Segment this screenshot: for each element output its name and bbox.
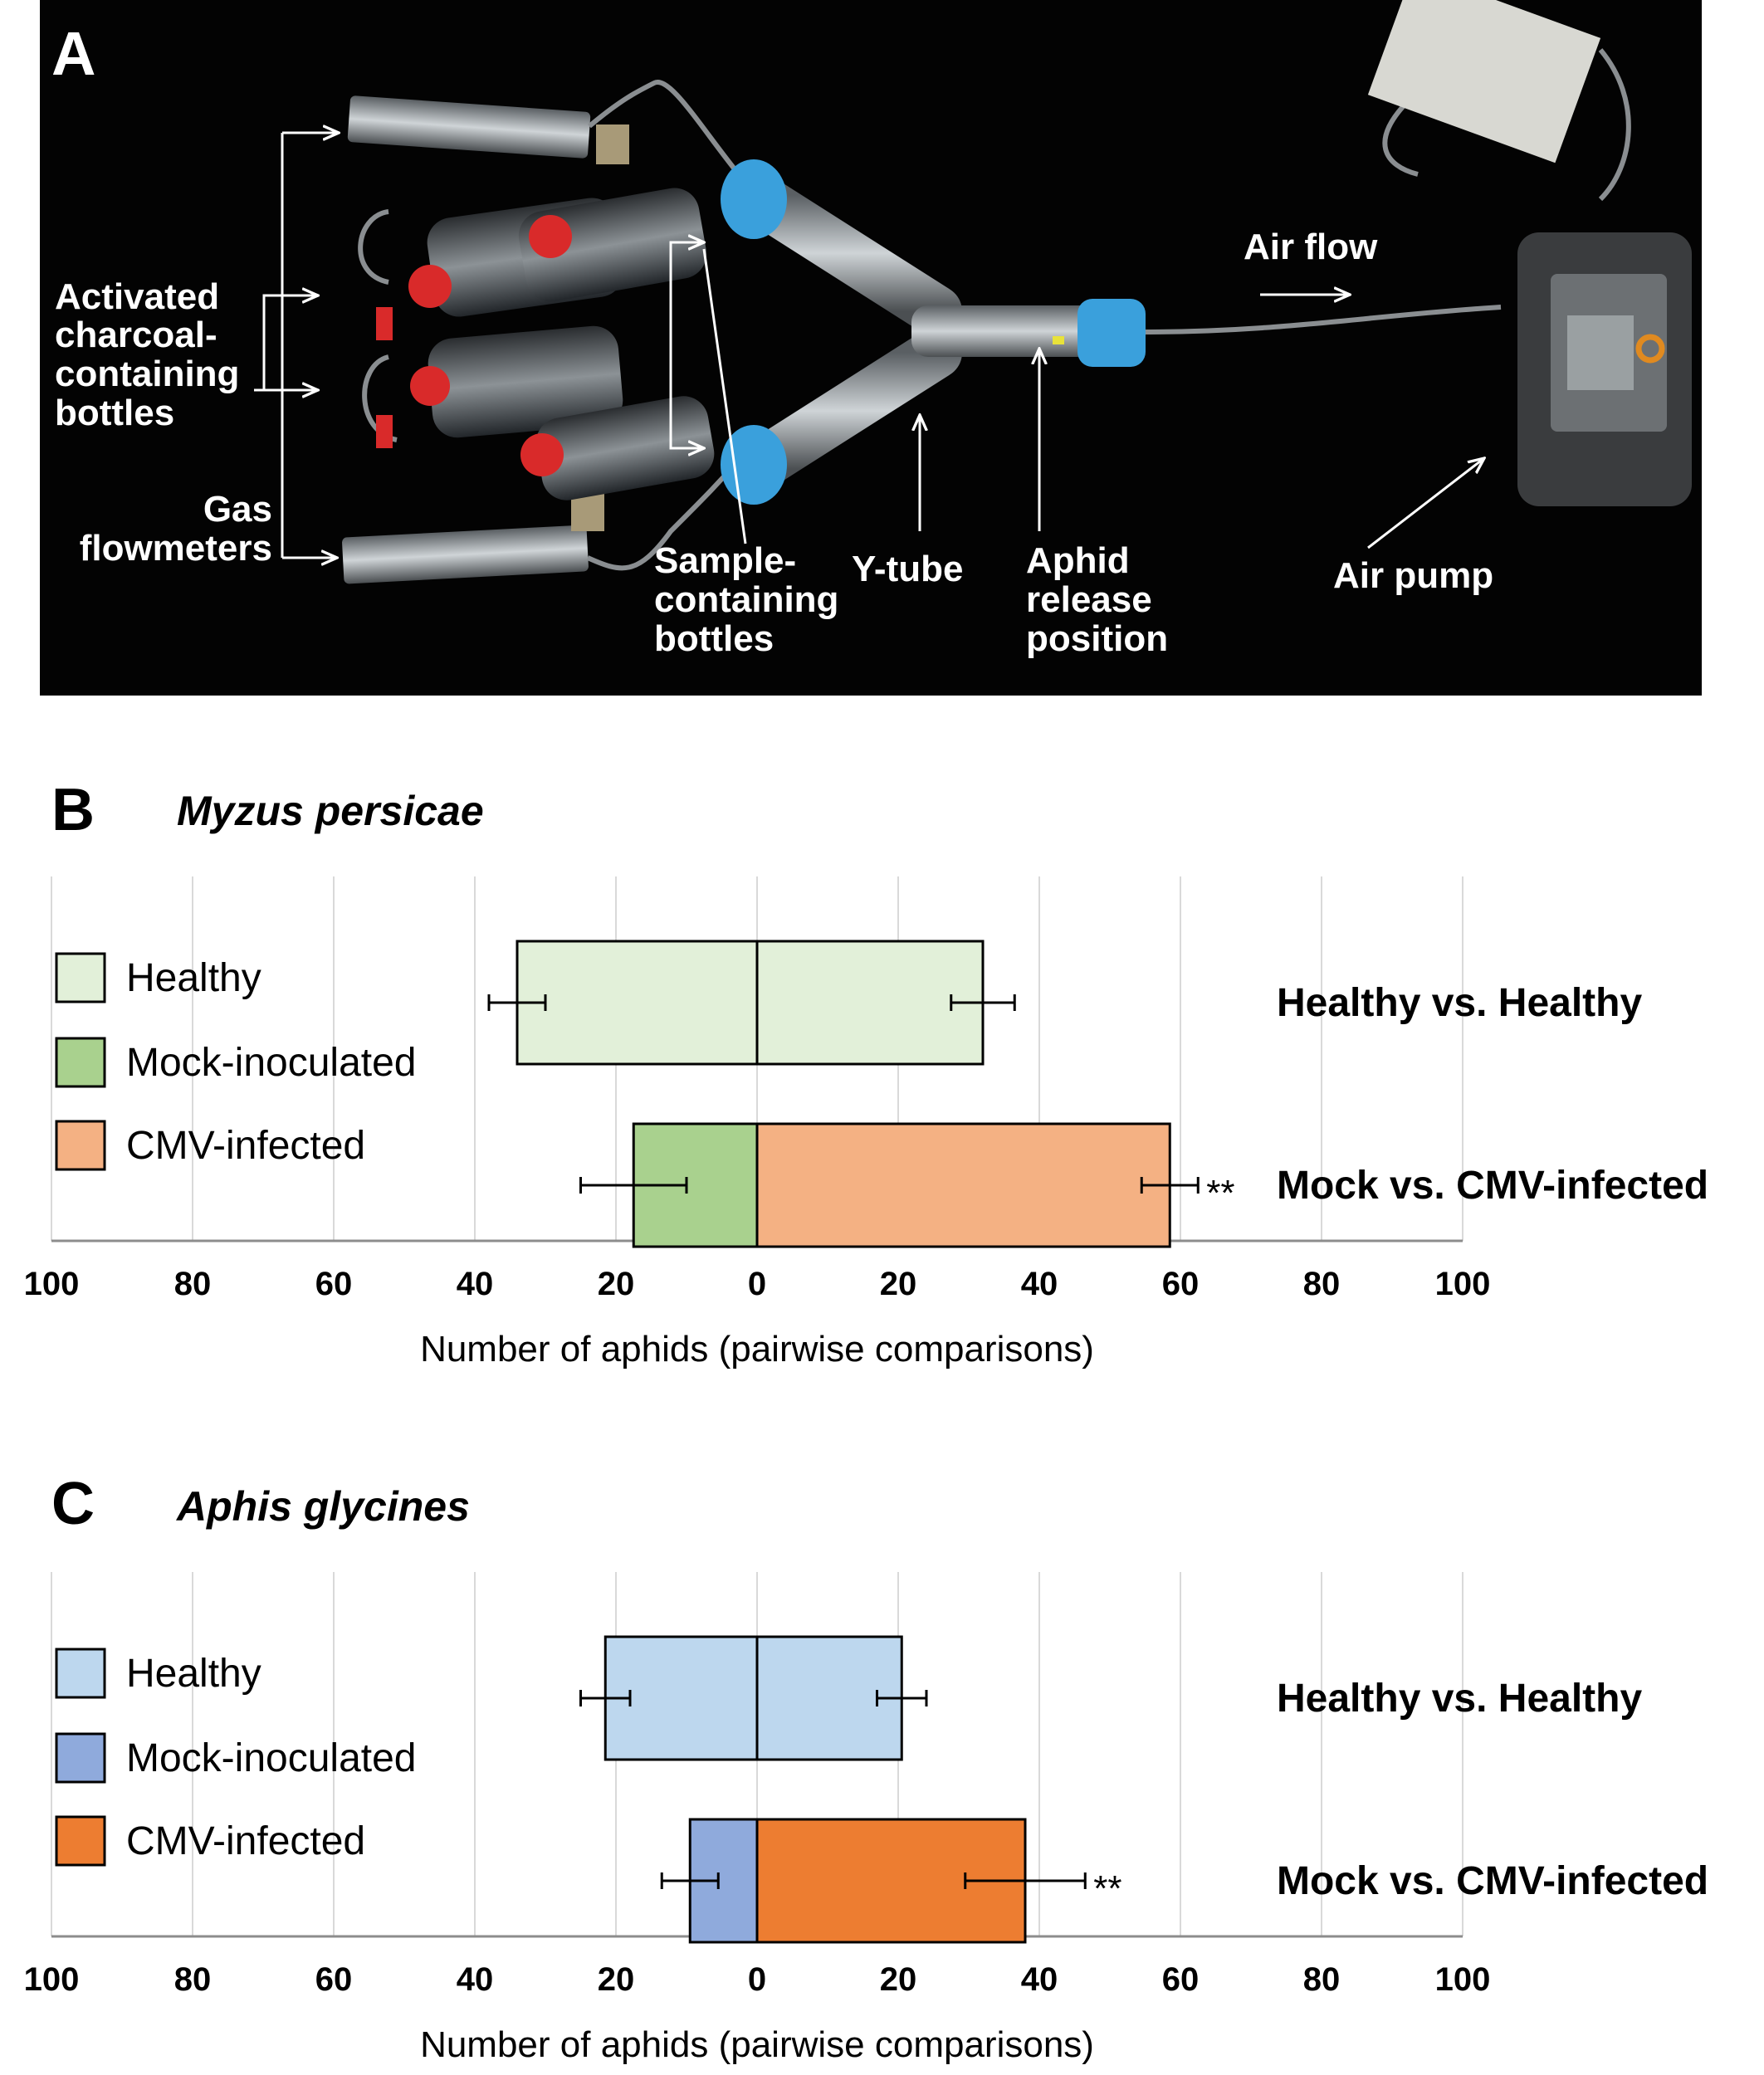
x-axis-label: Number of aphids (pairwise comparisons) — [420, 1329, 1094, 1370]
x-tick-label: 40 — [1021, 1961, 1058, 1998]
x-tick-label: 80 — [1303, 1961, 1341, 1998]
setup-photo: A Activated charcoal- containing bottles… — [40, 0, 1702, 696]
y-tube — [728, 169, 1127, 495]
x-tick-label: 20 — [880, 1961, 917, 1998]
category-label: Mock vs. CMV-infected — [1277, 1164, 1708, 1208]
x-tick-label: 0 — [748, 1266, 766, 1302]
label-airflow: Air flow — [1244, 227, 1378, 267]
x-tick-label: 60 — [1162, 1266, 1200, 1302]
legend-label: CMV-infected — [126, 1819, 365, 1863]
legend-swatch — [55, 1732, 106, 1784]
category-label: Healthy vs. Healthy — [1277, 981, 1642, 1025]
chart-title-aphis: Aphis glycines — [177, 1483, 470, 1530]
x-tick-label: 40 — [457, 1266, 494, 1302]
label-gas-1: Gas — [203, 489, 272, 530]
y-tube-apparatus-illustration: A Activated charcoal- containing bottles… — [51, 0, 1692, 659]
flowmeter-top — [347, 95, 591, 159]
legend-swatch — [55, 1648, 106, 1699]
x-tick-label: 100 — [24, 1266, 80, 1302]
x-tick-label: 100 — [1435, 1266, 1491, 1302]
legend-swatch — [55, 952, 106, 1003]
x-tick-label: 80 — [174, 1266, 212, 1302]
x-tick-label: 60 — [315, 1961, 353, 1998]
label-activated-1: Activated — [55, 276, 219, 317]
label-airpump: Air pump — [1333, 555, 1493, 596]
label-sample-1: Sample- — [654, 540, 796, 581]
panel-letter-b: B — [51, 777, 95, 843]
x-tick-label: 60 — [1162, 1961, 1200, 1998]
bar-left — [516, 940, 759, 1066]
bar-right — [755, 940, 985, 1066]
label-sample-3: bottles — [654, 618, 774, 659]
legend-label: Healthy — [126, 1652, 261, 1696]
x-tick-label: 40 — [457, 1961, 494, 1998]
label-activated-2: charcoal- — [55, 315, 217, 355]
legend-label: Healthy — [126, 956, 261, 1000]
significance-marker: ** — [1206, 1173, 1234, 1213]
bar-right — [755, 1122, 1171, 1248]
flowmeter-bottom — [342, 525, 589, 584]
category-label: Mock vs. CMV-infected — [1277, 1859, 1708, 1903]
significance-marker: ** — [1093, 1868, 1121, 1909]
charcoal-bottle-2 — [428, 325, 623, 438]
panel-letter-c: C — [51, 1471, 95, 1537]
label-activated-4: bottles — [55, 393, 174, 433]
chart-title-myzus: Myzus persicae — [177, 788, 484, 834]
label-gas-2: flowmeters — [80, 528, 272, 569]
legend-label: Mock-inoculated — [126, 1736, 417, 1780]
x-tick-label: 80 — [1303, 1266, 1341, 1302]
panel-letter-a: A — [51, 19, 95, 88]
legend-swatch — [55, 1037, 106, 1088]
x-tick-label: 20 — [598, 1961, 635, 1998]
label-aphid-3: position — [1026, 618, 1168, 659]
x-axis-label: Number of aphids (pairwise comparisons) — [420, 2024, 1094, 2065]
label-activated-3: containing — [55, 354, 239, 394]
legend-label: Mock-inoculated — [126, 1041, 417, 1085]
label-aphid-1: Aphid — [1026, 540, 1130, 581]
legend-swatch — [55, 1120, 106, 1171]
label-ytube: Y-tube — [852, 549, 963, 589]
legend-label: CMV-infected — [126, 1124, 365, 1168]
category-label: Healthy vs. Healthy — [1277, 1677, 1642, 1721]
x-tick-label: 0 — [748, 1961, 766, 1998]
x-tick-label: 60 — [315, 1266, 353, 1302]
sample-bottle-1 — [518, 188, 707, 302]
x-tick-label: 20 — [880, 1266, 917, 1302]
x-tick-label: 20 — [598, 1266, 635, 1302]
label-sample-2: containing — [654, 579, 838, 620]
x-tick-label: 100 — [24, 1961, 80, 1998]
legend-swatch — [55, 1815, 106, 1867]
x-tick-label: 100 — [1435, 1961, 1491, 1998]
label-aphid-2: release — [1026, 579, 1152, 620]
x-tick-label: 80 — [174, 1961, 212, 1998]
x-tick-label: 40 — [1021, 1266, 1058, 1302]
